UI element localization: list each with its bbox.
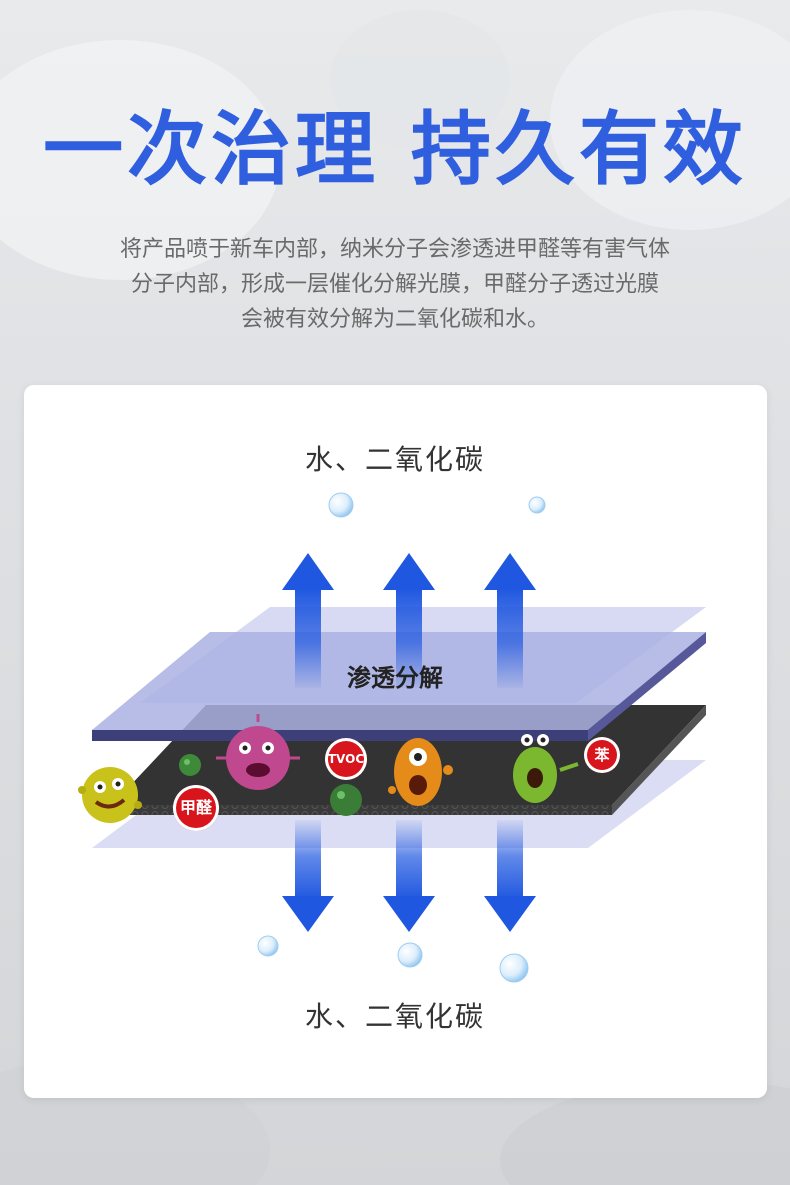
bubble-bottom-right bbox=[499, 953, 529, 983]
output-label-top: 水、二氧化碳 bbox=[304, 443, 485, 476]
headline: 一次治理 持久有效 bbox=[43, 103, 747, 196]
description: 将产品喷于新车内部，纳米分子会渗透进甲醛等有害气体 分子内部，形成一层催化分解光… bbox=[60, 232, 730, 337]
formaldehyde-badge: 甲醛 bbox=[173, 785, 219, 831]
film-top-front-edge bbox=[92, 730, 588, 741]
layer-label: 渗透分解 bbox=[347, 664, 443, 692]
bubble-bottom-left bbox=[257, 935, 279, 957]
arrow-down-left bbox=[282, 820, 334, 932]
tvoc-badge: TVOC bbox=[325, 738, 367, 780]
bubble-top-right bbox=[528, 496, 546, 514]
orange-germ-icon bbox=[388, 738, 453, 806]
arrow-up-left bbox=[282, 553, 334, 688]
bubble-bottom-center bbox=[397, 942, 423, 968]
board-right-edge bbox=[612, 705, 706, 815]
arrow-down-center bbox=[383, 820, 435, 932]
yellow-germ-icon bbox=[78, 767, 142, 823]
description-line-1: 将产品喷于新车内部，纳米分子会渗透进甲醛等有害气体 bbox=[119, 237, 670, 262]
small-green-virus-icon bbox=[179, 754, 201, 776]
pink-virus-icon bbox=[216, 714, 300, 790]
arrow-up-right bbox=[484, 553, 536, 688]
description-line-3: 会被有效分解为二氧化碳和水。 bbox=[240, 307, 549, 332]
bubble-top-left bbox=[328, 492, 354, 518]
green-germ-icon bbox=[513, 734, 579, 803]
green-virus-icon bbox=[330, 784, 362, 816]
benzene-badge: 苯 bbox=[584, 737, 620, 773]
arrow-up-center bbox=[383, 553, 435, 688]
output-label-bottom: 水、二氧化碳 bbox=[304, 1000, 485, 1033]
description-line-2: 分子内部，形成一层催化分解光膜，甲醛分子透过光膜 bbox=[130, 272, 659, 297]
board-front-edge bbox=[112, 805, 612, 815]
film-top-right-edge bbox=[588, 632, 706, 741]
arrow-down-right bbox=[484, 820, 536, 932]
